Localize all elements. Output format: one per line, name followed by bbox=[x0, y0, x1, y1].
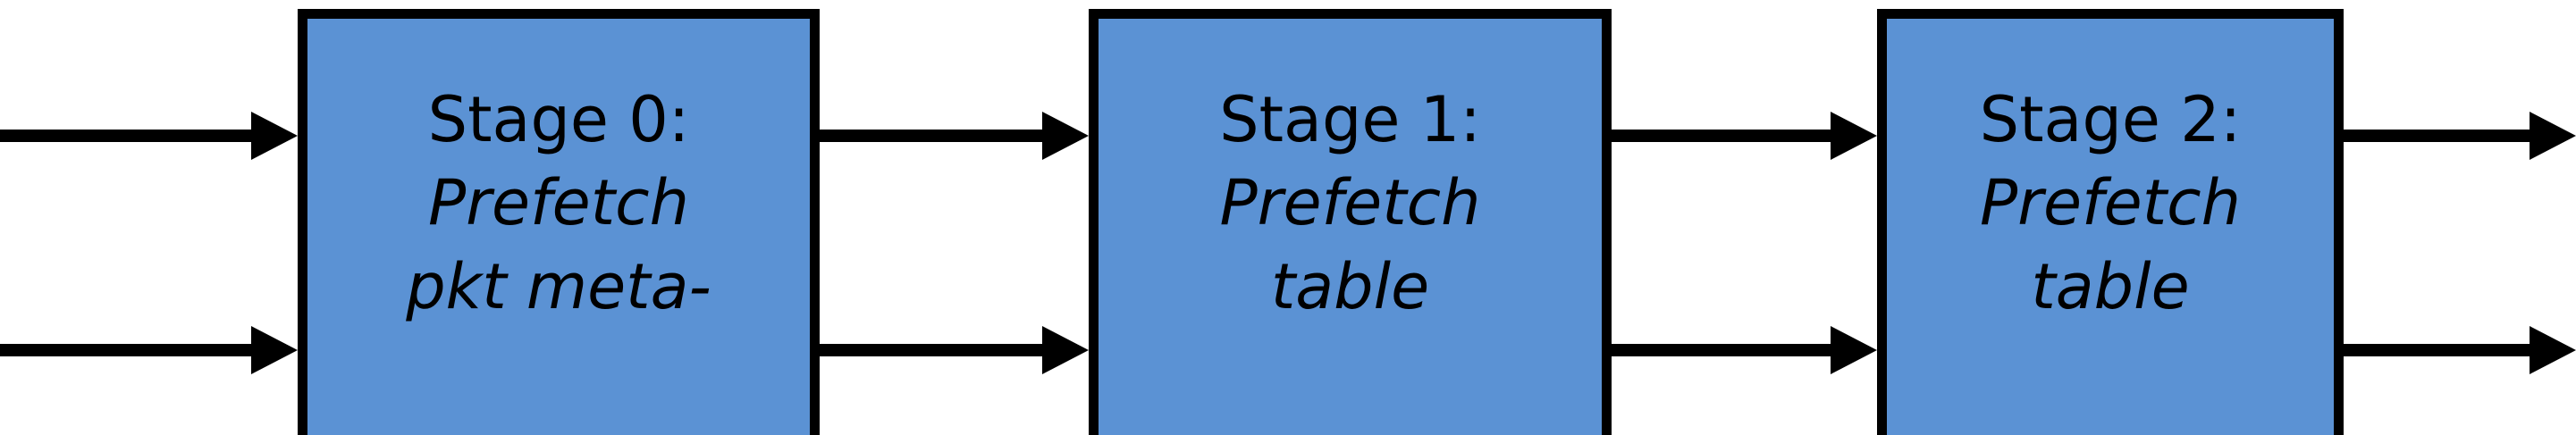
stage-0-title: Stage 0: bbox=[427, 83, 690, 156]
arrow-shaft bbox=[820, 344, 1046, 356]
stage-box-1[interactable]: Stage 1: Prefetch table bbox=[1089, 9, 1612, 435]
stage-0-subtitle-line-1: Prefetch bbox=[427, 166, 690, 240]
stage-2-subtitle-line-2: table bbox=[2031, 249, 2190, 323]
arrow-head bbox=[1042, 326, 1089, 374]
arrow-head bbox=[1831, 112, 1877, 160]
arrow-head bbox=[1831, 326, 1877, 374]
stage-2-title: Stage 2: bbox=[1979, 83, 2242, 156]
arrow-shaft bbox=[820, 130, 1046, 142]
arrow-shaft bbox=[1612, 344, 1834, 356]
arrow-head bbox=[2530, 112, 2576, 160]
stage-box-0[interactable]: Stage 0: Prefetch pkt meta- bbox=[298, 9, 820, 435]
arrow-head bbox=[1042, 112, 1089, 160]
stage-2-subtitle-line-1: Prefetch bbox=[1979, 166, 2242, 240]
arrow-shaft bbox=[0, 130, 255, 142]
arrow-head bbox=[251, 326, 298, 374]
arrow-head bbox=[2530, 326, 2576, 374]
arrow-shaft bbox=[0, 344, 255, 356]
stage-1-subtitle-line-1: Prefetch bbox=[1219, 166, 1481, 240]
arrow-head bbox=[251, 112, 298, 160]
stage-1-subtitle-line-2: table bbox=[1270, 249, 1430, 323]
arrow-shaft bbox=[1612, 130, 1834, 142]
arrow-shaft bbox=[2344, 130, 2533, 142]
stage-1-title: Stage 1: bbox=[1219, 83, 1481, 156]
stage-0-subtitle-line-2: pkt meta- bbox=[406, 249, 711, 323]
arrow-shaft bbox=[2344, 344, 2533, 356]
stage-box-2[interactable]: Stage 2: Prefetch table bbox=[1877, 9, 2344, 435]
